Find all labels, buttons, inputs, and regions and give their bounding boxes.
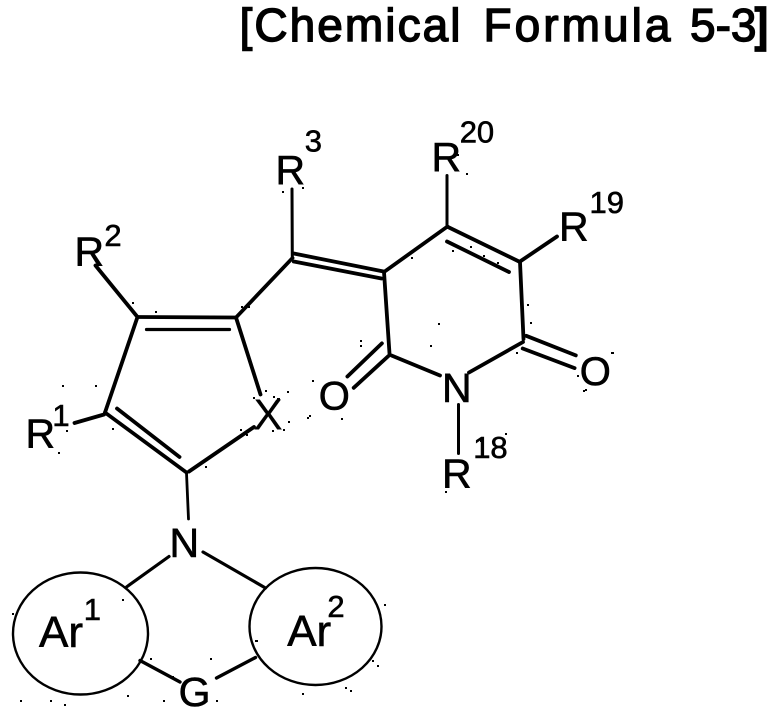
svg-text:Ar: Ar <box>39 608 83 657</box>
svg-text:1: 1 <box>84 592 101 627</box>
svg-text:R: R <box>75 229 105 275</box>
svg-text:R: R <box>432 134 462 180</box>
svg-text:R: R <box>26 411 56 457</box>
svg-text:2: 2 <box>327 589 344 624</box>
svg-text:R: R <box>276 147 306 193</box>
svg-text:20: 20 <box>460 114 494 149</box>
svg-text:2: 2 <box>104 218 121 253</box>
svg-text:]: ] <box>756 0 769 51</box>
svg-text:5-3: 5-3 <box>690 0 756 51</box>
svg-text:N: N <box>442 365 472 411</box>
svg-text:N: N <box>170 520 200 566</box>
svg-text:18: 18 <box>473 430 507 465</box>
svg-text:1: 1 <box>52 398 69 433</box>
svg-text:R: R <box>442 451 472 497</box>
svg-text:R: R <box>559 204 589 250</box>
svg-text:O: O <box>319 374 350 418</box>
svg-text:19: 19 <box>590 185 624 220</box>
svg-text:Formula: Formula <box>484 0 671 51</box>
svg-text:Ar: Ar <box>287 607 331 656</box>
svg-text:3: 3 <box>305 124 322 159</box>
svg-text:G: G <box>179 669 211 709</box>
svg-text:O: O <box>580 350 611 394</box>
svg-text:[Chemical: [Chemical <box>240 0 461 51</box>
